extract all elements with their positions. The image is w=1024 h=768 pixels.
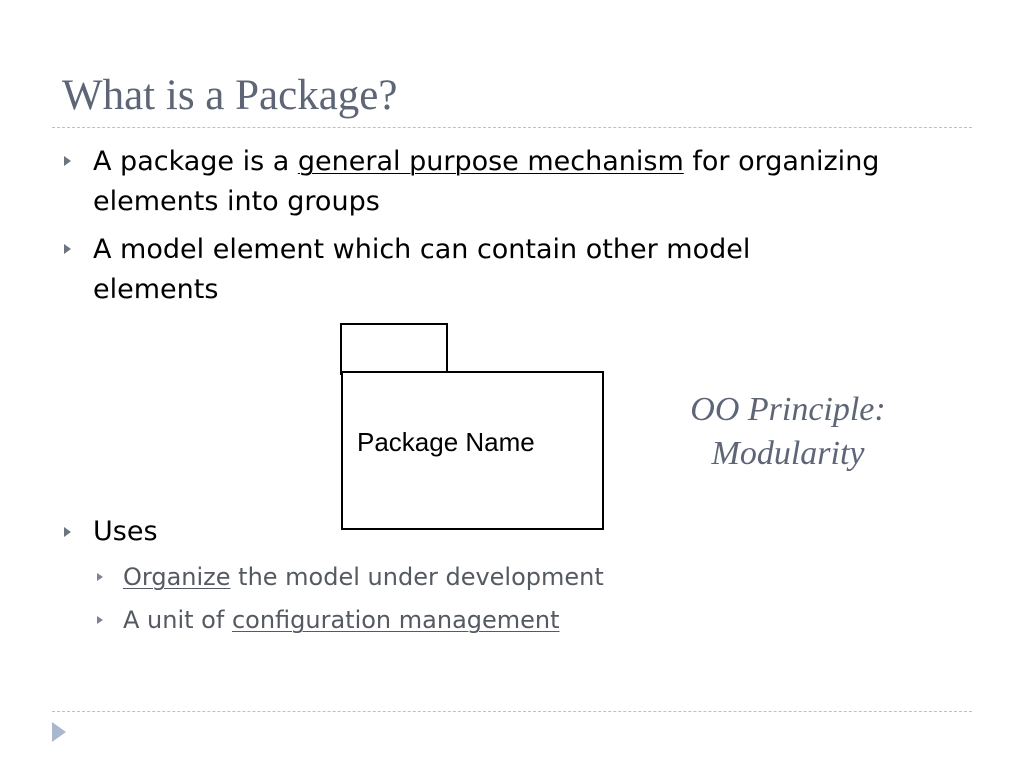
- package-name-label: Package Name: [357, 427, 535, 457]
- oo-principle-line-1: OO Principle:: [690, 391, 886, 428]
- next-slide-arrow-icon[interactable]: [52, 722, 66, 742]
- title-divider: [52, 127, 972, 128]
- sub-bullet-2: A unit of configuration management: [123, 604, 560, 636]
- sub-bullet-arrow-icon: [97, 573, 103, 581]
- bullet-arrow-icon: [64, 244, 71, 254]
- general-purpose-mechanism-link[interactable]: general purpose mechanism: [297, 146, 684, 177]
- sub-bullet-1: Organize the model under development: [123, 561, 604, 593]
- bullet-1-line-2: elements into groups: [93, 186, 380, 217]
- bullet-arrow-icon: [64, 156, 71, 166]
- configuration-management-link[interactable]: configuration management: [231, 606, 560, 634]
- bullet-2-line-2: elements: [93, 274, 219, 305]
- slide-title: What is a Package?: [62, 72, 398, 119]
- bullet-3-uses: Uses: [93, 516, 158, 547]
- oo-principle-note: OO Principle: Modularity: [640, 388, 936, 476]
- bullet-arrow-icon: [64, 527, 71, 537]
- oo-principle-line-2: Modularity: [711, 435, 865, 472]
- package-body: [341, 371, 604, 530]
- package-tab: [340, 323, 448, 375]
- bullet-1-line-1: A package is a general purpose mechanism…: [93, 142, 879, 182]
- bullet-2-line-1: A model element which can contain other …: [93, 234, 751, 265]
- sub-bullet-1-text: the model under development: [230, 563, 604, 591]
- organize-link[interactable]: Organize: [123, 563, 231, 591]
- sub-bullet-2-text: A unit of: [123, 606, 232, 634]
- bullet-1-text-pre: A package is a: [93, 146, 298, 177]
- footer-divider: [52, 711, 972, 712]
- bullet-1-text-post: for organizing: [683, 146, 880, 177]
- sub-bullet-arrow-icon: [97, 616, 103, 624]
